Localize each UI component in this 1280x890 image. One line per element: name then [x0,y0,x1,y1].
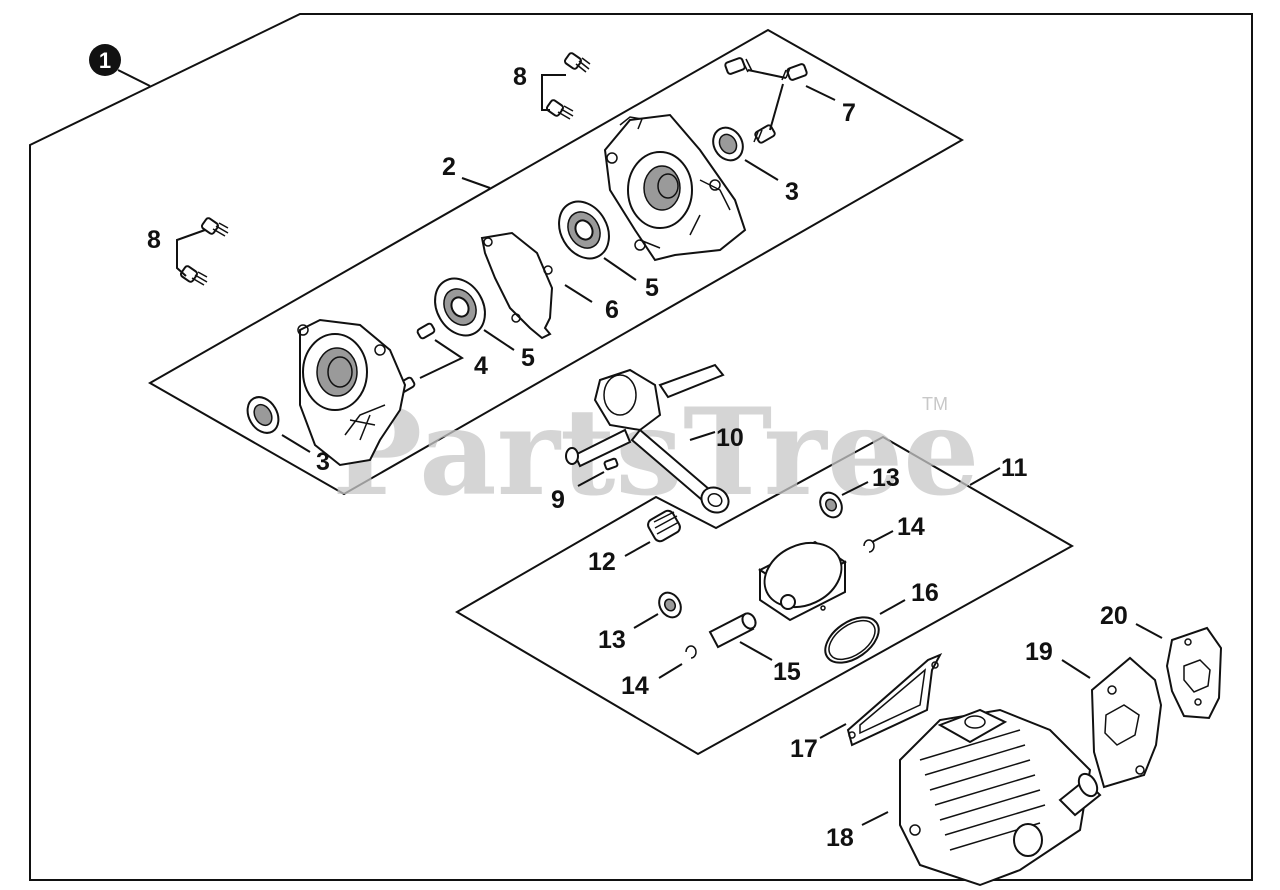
crankcase-half-left [297,318,407,467]
crankshaft-part-10 [565,363,730,514]
piston-pin-part-15 [708,612,757,649]
callout-19: 19 [1025,638,1053,666]
callout-8-left: 8 [147,226,161,254]
cylinder-gasket-part-17 [846,653,943,747]
callout-15: 15 [773,658,801,686]
callout-16: 16 [911,579,939,607]
callout-9: 9 [551,486,565,514]
callout-5-upper: 5 [645,274,659,302]
callout-8-top: 8 [513,63,527,91]
circlip-part-14-lower [685,645,697,659]
screw-part-8-top-a [564,52,591,73]
gasket-part-20 [1165,626,1223,720]
callout-6: 6 [605,296,619,324]
gasket-part-6 [480,231,554,340]
bearing-part-5-upper [558,200,610,260]
bearing-part-5-lower [434,277,486,337]
callout-13-upper: 13 [872,464,900,492]
woodruff-key-part-9 [603,457,619,471]
thrust-washer-part-13-upper [819,491,843,519]
callout-3-right: 3 [785,178,799,206]
callout-13-lower: 13 [598,626,626,654]
screw-part-8-top-b [546,99,574,120]
piston-subassembly-frame [455,435,1075,756]
oil-seal-part-3-right [712,126,744,162]
callout-7: 7 [842,99,856,127]
callout-11: 11 [1001,454,1028,482]
assembly-frame [29,13,1253,881]
piston-part-16 [758,540,847,622]
screw-part-8-left-b [180,265,208,286]
callout-14-upper: 14 [897,513,925,541]
callout-12: 12 [588,548,616,576]
piston-ring-part-16 [824,616,880,664]
watermark-tm: TM [922,394,948,414]
callout-17: 17 [790,735,818,763]
screw-part-7-a [724,57,753,75]
callout-10: 10 [716,424,744,452]
screw-part-7-c [753,124,776,144]
screw-part-8-left-a [201,217,229,237]
callout-18: 18 [826,824,854,852]
cylinder-part-18 [899,708,1102,887]
callout-2: 2 [442,153,456,181]
callout-20: 20 [1100,602,1128,630]
needle-bearing-part-12 [647,509,681,543]
callout-5-lower: 5 [521,344,535,372]
callout-14-lower: 14 [621,672,649,700]
dowel-pin-part-4-a [416,322,436,340]
insulator-part-19 [1090,656,1163,789]
crankcase-subassembly-frame [147,28,965,496]
thrust-washer-part-13-lower [658,591,682,619]
callout-4: 4 [474,352,488,380]
assembly-badge: 1 [89,44,151,87]
callout-3-left: 3 [316,448,330,476]
crankcase-half-right [603,113,747,262]
screw-part-7-b [781,63,808,81]
svg-text:1: 1 [99,48,111,73]
oil-seal-part-3-left [246,396,280,434]
